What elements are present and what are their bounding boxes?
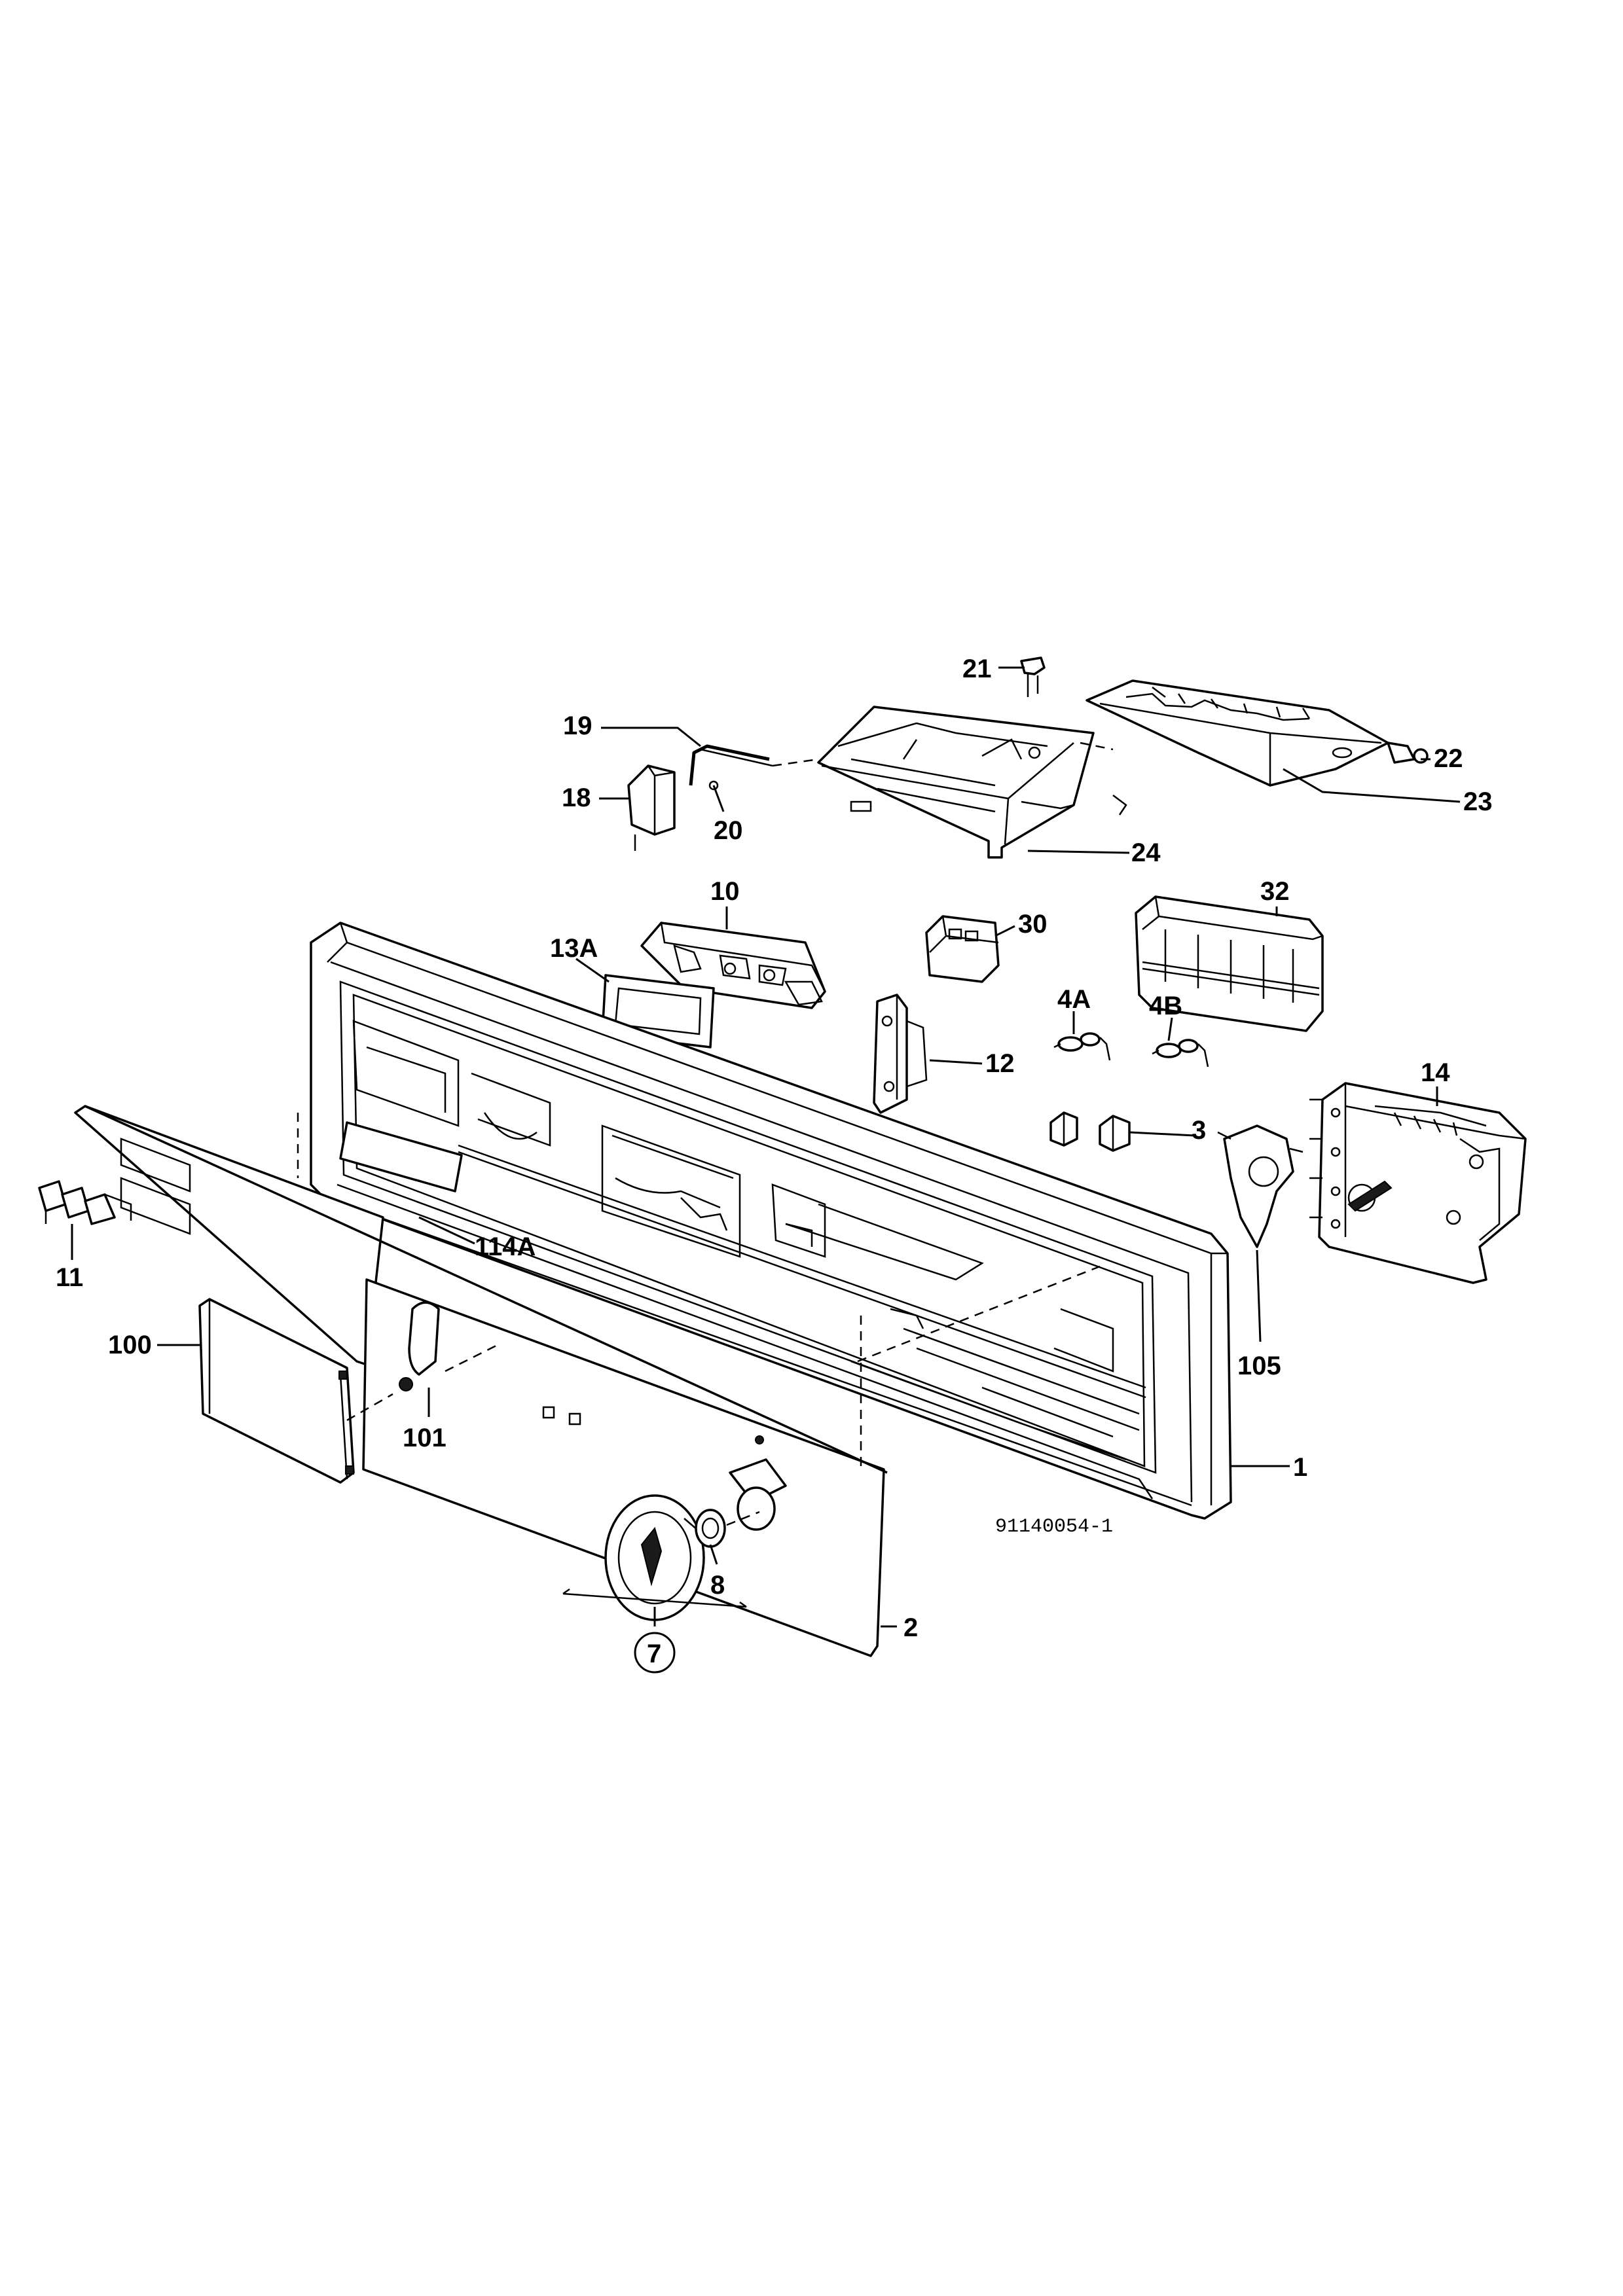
timer-part-14: [1309, 1082, 1527, 1284]
callout-32: 32: [1260, 877, 1290, 906]
callout-21: 21: [962, 655, 992, 683]
callout-114a: 114A: [475, 1232, 536, 1261]
callout-14: 14: [1421, 1058, 1450, 1087]
right-tray-part-23: [1085, 679, 1389, 787]
callout-20: 20: [714, 816, 743, 845]
front-panel-part-2: [74, 1105, 1101, 1657]
cam-part-105: [1217, 1124, 1304, 1248]
lamp-part-4b: [1152, 1039, 1209, 1067]
clip-part-101: [346, 1301, 498, 1422]
leader-lines: [71, 666, 1461, 1628]
group-bracket-ends: [562, 1588, 747, 1608]
block-part-32: [1135, 895, 1324, 1032]
callout-19: 19: [563, 711, 593, 740]
callout-30: 30: [1018, 910, 1048, 939]
callout-13a: 13A: [550, 934, 598, 963]
callout-4b: 4B: [1149, 992, 1182, 1020]
control-panel-housing-part-1: [310, 922, 1232, 1520]
knob-insert-part-8: [695, 1509, 726, 1548]
callout-1: 1: [1293, 1453, 1307, 1482]
assembly-guides: [726, 742, 1114, 1526]
pushbuttons-part-11: [38, 1180, 132, 1225]
lamp-part-4a: [1053, 1032, 1111, 1061]
cover-plate-part-100: [198, 1298, 355, 1484]
callout-2: 2: [903, 1613, 918, 1642]
callout-12: 12: [985, 1049, 1015, 1078]
callout-22: 22: [1434, 744, 1463, 773]
callout-100: 100: [108, 1331, 152, 1359]
callout-24: 24: [1131, 838, 1161, 867]
callout-7-circle: [634, 1632, 676, 1674]
top-bracket-part-24: [817, 706, 1127, 859]
callout-4a: 4A: [1057, 985, 1091, 1014]
bracket-part-12: [873, 994, 928, 1114]
label-part-114a: [339, 1121, 463, 1193]
callout-10: 10: [710, 877, 740, 906]
callout-18: 18: [562, 783, 591, 812]
button-part-3: [1049, 1111, 1131, 1152]
pin-part-20: [708, 780, 719, 791]
screw-part-22: [1387, 742, 1429, 764]
group-bracket: [562, 1592, 747, 1608]
callout-23: 23: [1463, 787, 1493, 816]
callout-3: 3: [1192, 1116, 1206, 1145]
clip-part-21: [1020, 656, 1046, 697]
callout-7: 7: [647, 1640, 661, 1668]
callout-101: 101: [403, 1424, 447, 1452]
microswitch-part-18: [627, 764, 676, 851]
callout-105: 105: [1237, 1352, 1281, 1380]
callout-8: 8: [710, 1571, 725, 1600]
drawing-number: 91140054-1: [995, 1516, 1113, 1538]
callout-labels: 21 19 18 20 22 23 24 10 30 32 13A 4A 4B …: [56, 655, 1493, 1674]
callout-11: 11: [56, 1263, 83, 1292]
connector-part-30: [925, 915, 1000, 983]
rod-part-19: [689, 744, 773, 786]
knob-indicator: [729, 1458, 787, 1531]
